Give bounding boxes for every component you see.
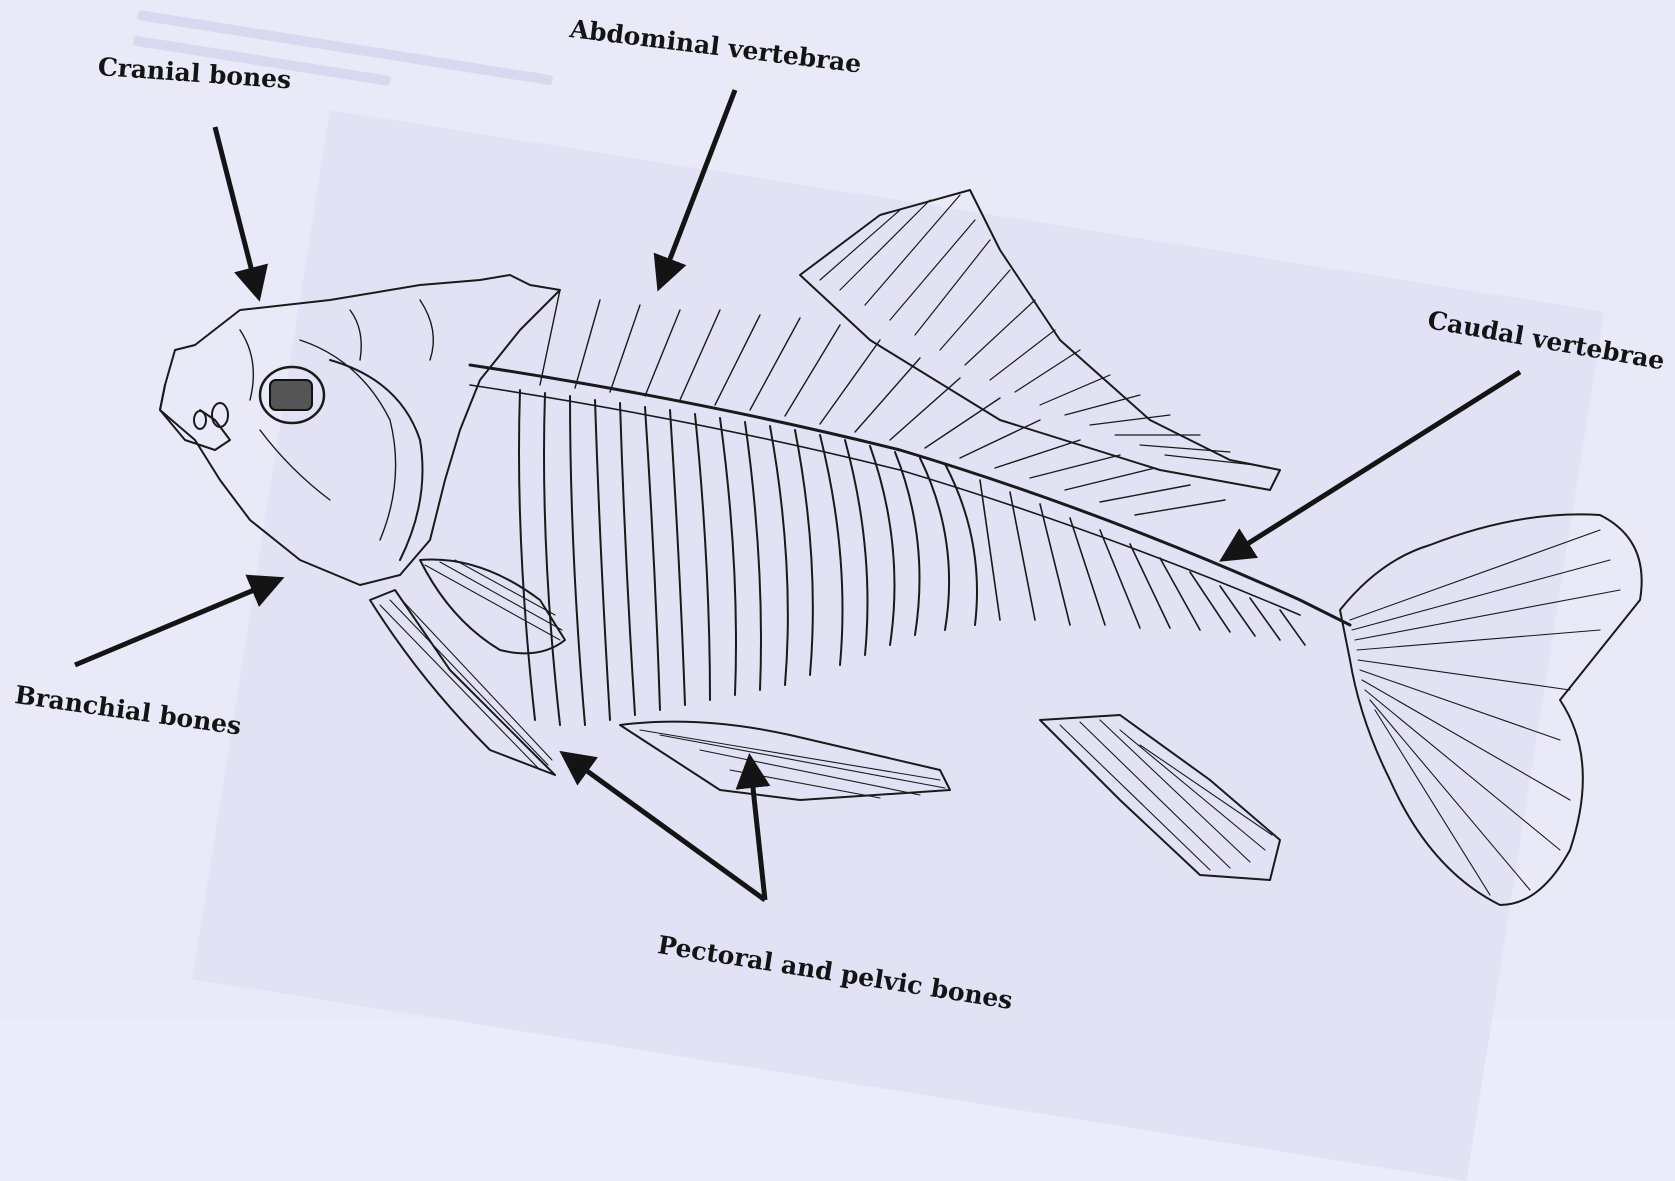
label-arrows	[75, 90, 1520, 900]
caudal-fin-rays	[1350, 530, 1620, 895]
cranial-arrow	[215, 127, 258, 295]
operculum	[330, 360, 423, 560]
fish-skeleton-diagram	[0, 0, 1675, 1019]
haemal-spines	[980, 480, 1305, 645]
neural-spines	[540, 290, 1225, 515]
skull-outline	[160, 275, 560, 585]
abdominal-arrow	[660, 90, 735, 285]
pectoral-arrow-left	[565, 755, 765, 900]
pelvic-fin	[620, 722, 950, 800]
pectoral-fin-upper	[420, 560, 565, 654]
eye-pupil	[270, 380, 312, 410]
dorsal-fin-rays	[820, 195, 1255, 465]
pectoral-arrow-right	[750, 760, 765, 900]
skeleton-group	[160, 190, 1642, 905]
pectoral-fin	[370, 590, 555, 775]
branchial-arrow	[75, 580, 278, 665]
ribs	[519, 390, 977, 725]
caudal-fin	[1340, 514, 1642, 905]
